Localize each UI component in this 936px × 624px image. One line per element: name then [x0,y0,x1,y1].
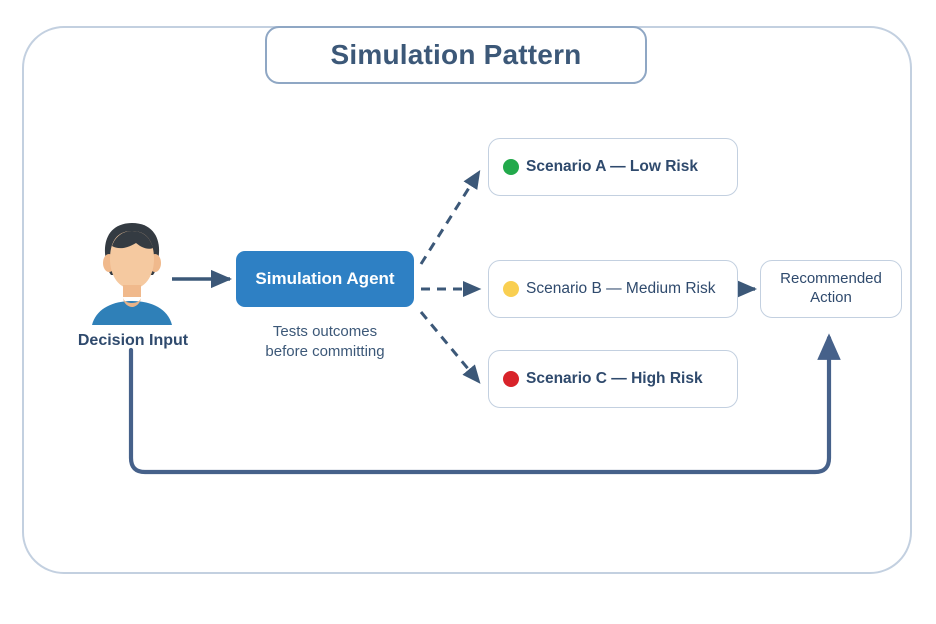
feedback-loop-arrow [128,333,841,475]
user-avatar-icon [92,223,172,325]
scenario-b-label: Scenario B — Medium Risk [526,280,716,297]
scenario-a-node[interactable]: Scenario A — Low Risk [488,138,738,196]
status-dot-yellow [503,281,519,297]
title-badge: Simulation Pattern [265,26,647,84]
simulation-agent-label: Simulation Agent [255,269,395,288]
simulation-agent-node[interactable]: Simulation Agent [236,251,414,307]
agent-caption: Tests outcomes before committing [226,322,424,363]
scenario-c-label: Scenario C — High Risk [526,370,703,387]
recommended-action-line-2: Action [810,289,852,306]
page-title: Simulation Pattern [330,39,582,70]
agent-caption-line-1: Tests outcomes [272,323,378,340]
recommended-action-line-1: Recommended [780,270,882,288]
avatar [78,215,186,325]
scenario-a-label: Scenario A — Low Risk [526,158,698,175]
arrow-agent-to-scenario-a [419,169,481,265]
recommended-action-node[interactable]: Recommended Action [760,260,902,318]
scenario-b-node[interactable]: Scenario B — Medium Risk [488,260,738,318]
scenario-c-node[interactable]: Scenario C — High Risk [488,350,738,408]
input-label: Decision Input [77,332,189,349]
arrow-agent-to-scenario-c [419,311,481,384]
recommended-action-label: Recommended Action [780,270,882,308]
status-dot-red [503,371,519,387]
agent-caption-line-2: before committing [265,343,385,361]
status-dot-green [503,159,519,175]
